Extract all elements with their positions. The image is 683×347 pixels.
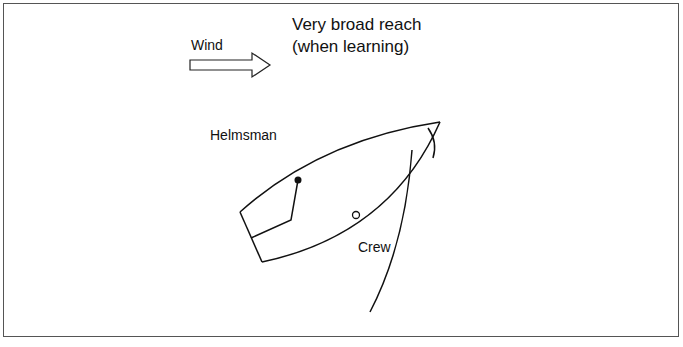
frame [4, 4, 679, 337]
title-text: Very broad reach (when learning) [292, 14, 442, 58]
mainsail [370, 150, 412, 312]
helmsman-label: Helmsman [210, 126, 277, 144]
wind-arrow [190, 53, 270, 77]
wind-label: Wind [191, 36, 223, 54]
jib [428, 128, 435, 158]
crew-dot [353, 212, 360, 219]
helmsman-dot [295, 177, 302, 184]
transom [240, 212, 262, 262]
tiller [251, 180, 298, 238]
crew-label: Crew [358, 238, 391, 256]
hull-lower [262, 122, 440, 262]
